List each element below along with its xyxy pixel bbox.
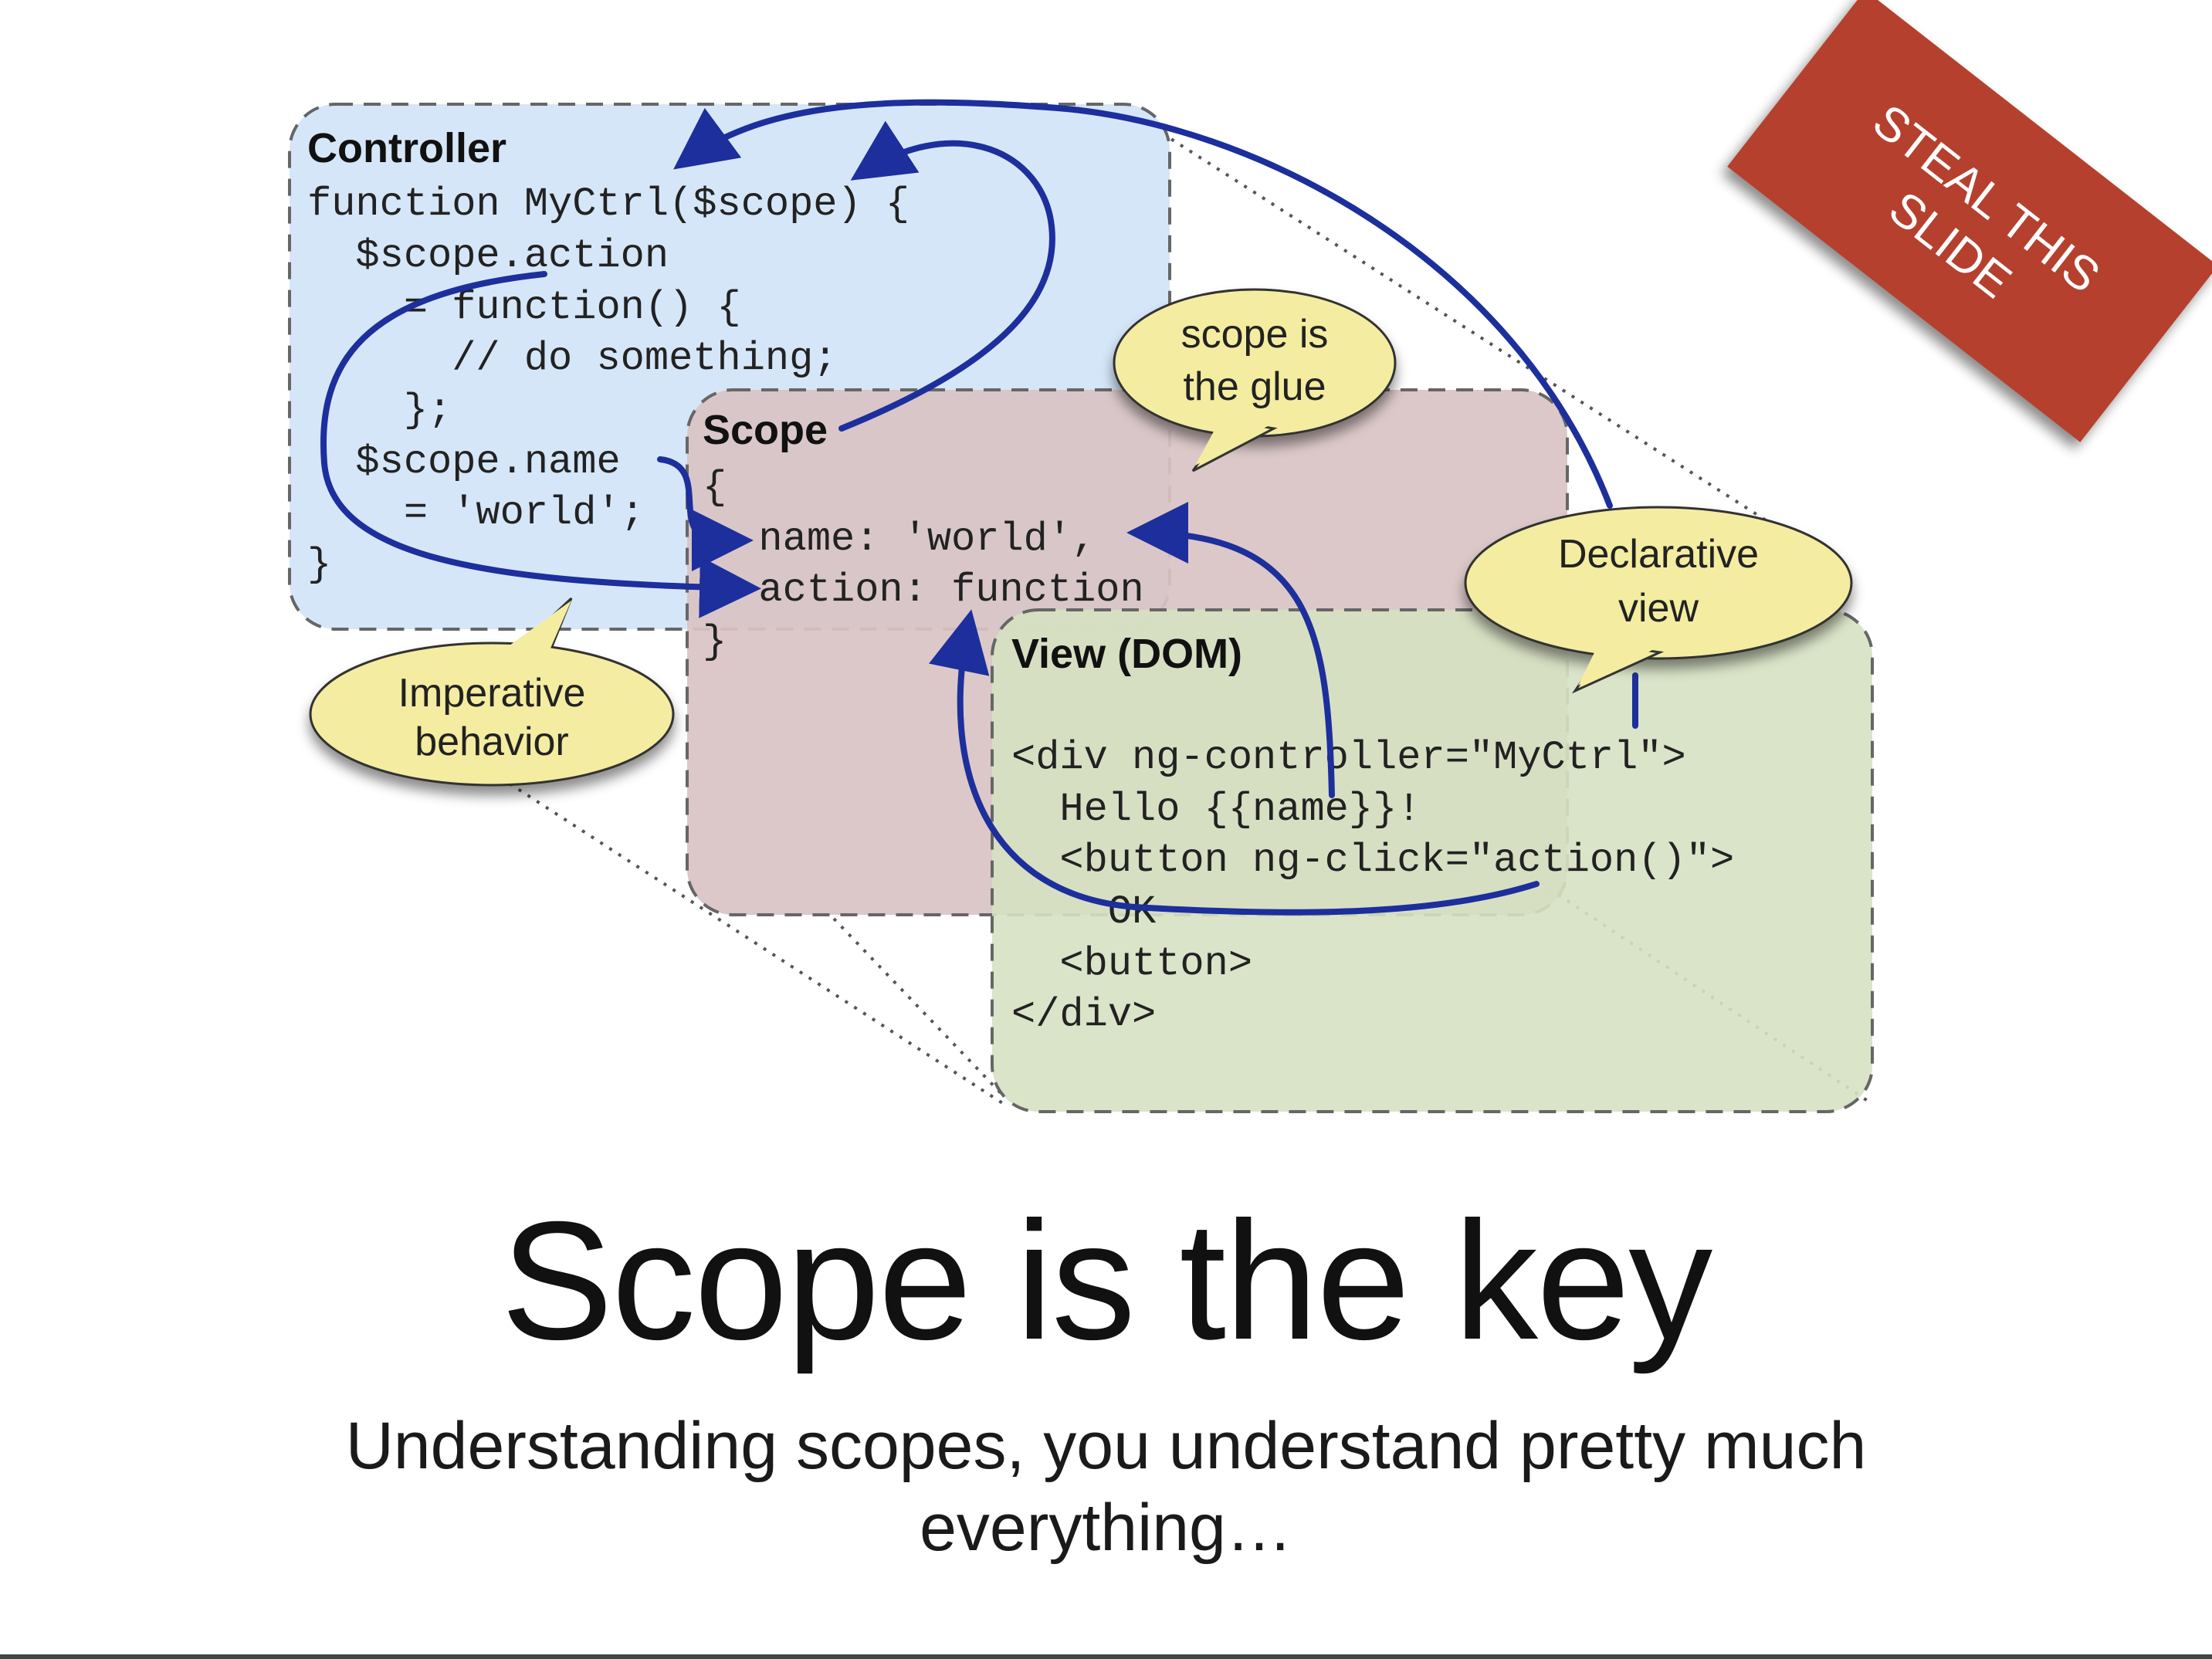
arrow-name-to-scope (657, 456, 754, 571)
arrow-action-to-scope (320, 271, 761, 618)
arrow-action-binding (928, 609, 1540, 916)
callout-declarative-line: view (1618, 586, 1699, 631)
controller-code-line: } (307, 542, 331, 587)
callout-declarative: Declarative view (1464, 506, 1853, 694)
scope-code-line: } (703, 619, 727, 665)
controller-code-line: // do something; (307, 336, 838, 381)
controller-block: Controller function MyCtrl($scope) { $sc… (307, 125, 910, 587)
bottom-rule (0, 1654, 2212, 1659)
view-code-line: <div ng-controller="MyCtrl"> (1011, 735, 1686, 780)
callout-imperative: Imperative behavior (309, 597, 675, 787)
scope-heading: Scope (703, 407, 828, 453)
scope-block: Scope { name: 'world', action: function … (703, 407, 1144, 665)
controller-heading: Controller (307, 125, 506, 171)
callout-glue-line: the glue (1183, 364, 1326, 409)
steal-this-slide-badge: STEAL THIS SLIDE (1727, 0, 2212, 442)
arrow-view-to-controller (673, 99, 1613, 509)
callout-glue: scope is the glue (1113, 288, 1397, 472)
scope-code-line: { (703, 465, 727, 510)
view-panel (991, 608, 1874, 1113)
view-code-line: Hello {{name}}! (1011, 787, 1421, 832)
view-block: View (DOM) <div ng-controller="MyCtrl"> … (1011, 631, 1734, 1038)
binding-arrows (320, 99, 1638, 916)
controller-code-line: $scope.name (307, 439, 621, 485)
controller-code-line: = 'world'; (307, 490, 645, 536)
arrow-name-binding (1126, 502, 1335, 798)
controller-code-line: = function() { (307, 285, 741, 330)
arrow-scope-to-scope-param (838, 120, 1055, 432)
controller-code-line: function MyCtrl($scope) { (307, 181, 910, 227)
view-heading: View (DOM) (1011, 631, 1242, 677)
view-code-line: <button ng-click="action()"> (1011, 838, 1734, 883)
scope-code-line: action: function (710, 567, 1144, 613)
slide-title: Scope is the key (500, 1187, 1713, 1375)
view-code-line: </div> (1011, 992, 1156, 1038)
view-code-line: <button> (1011, 941, 1252, 987)
controller-code: function MyCtrl($scope) { $scope.action … (307, 181, 910, 587)
callout-imperative-line: Imperative (398, 671, 586, 716)
callout-glue-line: scope is (1181, 312, 1329, 357)
callout-imperative-line: behavior (415, 719, 568, 764)
controller-code-line: $scope.action (307, 233, 669, 279)
slide-subtitle: Understanding scopes, you understand pre… (345, 1409, 1867, 1565)
callout-declarative-line: Declarative (1558, 532, 1759, 577)
scope-code-line: name: 'world', (710, 516, 1096, 562)
scope-diagram: Controller function MyCtrl($scope) { $sc… (288, 0, 2212, 1113)
